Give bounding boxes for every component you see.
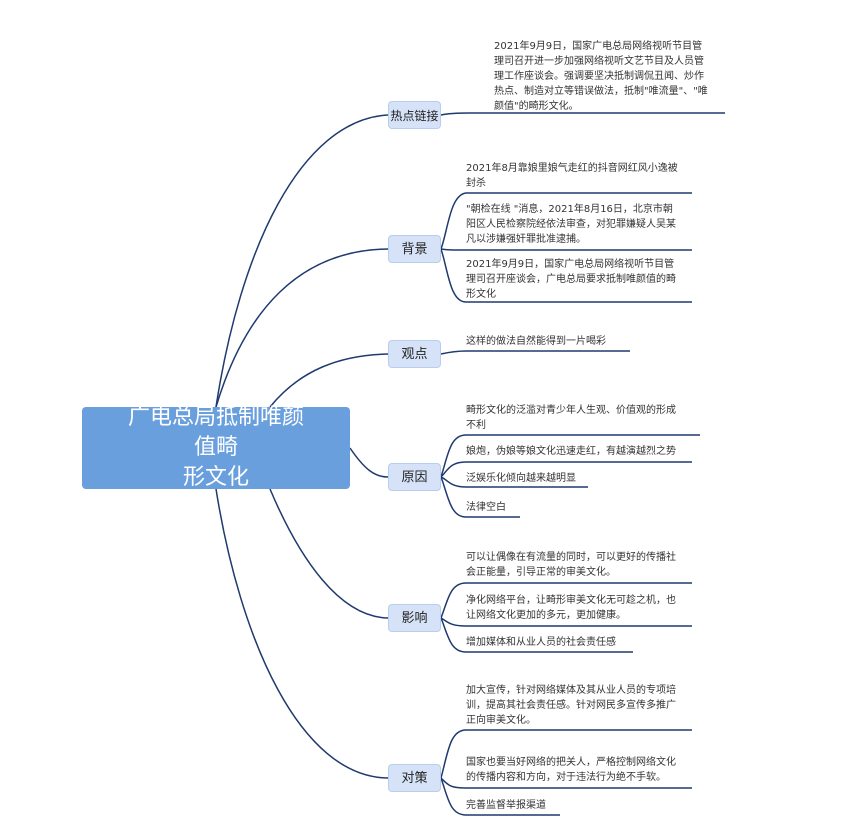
leaf-measure-1[interactable]: 加大宣传，针对网络媒体及其从业人员的专项培 训，提高其社会责任感。针对网民多宣传… bbox=[466, 685, 676, 726]
root-title-line2: 形文化 bbox=[182, 465, 249, 490]
leaf-hot-1[interactable]: 2021年9月9日，国家广电总局网络视听节目管 理司召开进一步加强网络视听文艺节… bbox=[494, 41, 708, 112]
root-title-line1: 广电总局抵制唯颜值畸 bbox=[127, 405, 304, 460]
root-topic[interactable]: 广电总局抵制唯颜值畸 形文化 bbox=[82, 405, 350, 490]
leaf-impact-2[interactable]: 净化网络平台，让畸形审美文化无可趁之机，也 让网络文化更加的多元，更加健康。 bbox=[466, 595, 676, 621]
connector-impact bbox=[269, 488, 389, 619]
connector-bg bbox=[215, 248, 389, 408]
leaf-measure-2[interactable]: 国家也要当好网络的把关人，严格控制网络文化 的传播内容和方向，对于违法行为绝不手… bbox=[466, 757, 676, 783]
branch-viewpoint[interactable]: 观点 bbox=[388, 340, 441, 368]
leaf-measure-3[interactable]: 完善监督举报渠道 bbox=[466, 800, 546, 811]
connector-view bbox=[269, 353, 389, 408]
leaf-reason-4[interactable]: 法律空白 bbox=[466, 502, 506, 513]
leaf-bg-2[interactable]: "朝检在线 "消息，2021年8月16日，北京市朝 阳区人民检察院经依法审查，对… bbox=[466, 204, 676, 245]
branch-background[interactable]: 背景 bbox=[388, 235, 441, 263]
leaf-reason-1[interactable]: 畸形文化的泛滥对青少年人生观、价值观的形成 不利 bbox=[466, 405, 676, 431]
leaf-impact-3[interactable]: 增加媒体和从业人员的社会责任感 bbox=[466, 637, 616, 648]
branch-hot-link[interactable]: 热点链接 bbox=[388, 101, 441, 129]
connector-measure bbox=[215, 488, 389, 779]
connector-hot bbox=[215, 114, 389, 408]
branch-impact[interactable]: 影响 bbox=[388, 604, 441, 632]
connector-reason bbox=[349, 447, 389, 478]
branch-reason[interactable]: 原因 bbox=[388, 463, 441, 491]
leaf-view-1[interactable]: 这样的做法自然能得到一片喝彩 bbox=[466, 336, 606, 347]
leaf-impact-1[interactable]: 可以让偶像在有流量的同时，可以更好的传播社 会正能量，引导正常的审美文化。 bbox=[466, 552, 676, 578]
branch-measure[interactable]: 对策 bbox=[388, 764, 441, 792]
leaf-bg-1[interactable]: 2021年8月靠娘里娘气走红的抖音网红风小逸被 封杀 bbox=[466, 163, 678, 189]
leaf-reason-3[interactable]: 泛娱乐化倾向越来越明显 bbox=[466, 473, 576, 484]
leaf-bg-3[interactable]: 2021年9月9日，国家广电总局网络视听节目管 理司召开座谈会，广电总局要求抵制… bbox=[466, 259, 676, 300]
leaf-reason-2[interactable]: 娘炮，伪娘等娘文化迅速走红，有越演越烈之势 bbox=[466, 446, 676, 457]
